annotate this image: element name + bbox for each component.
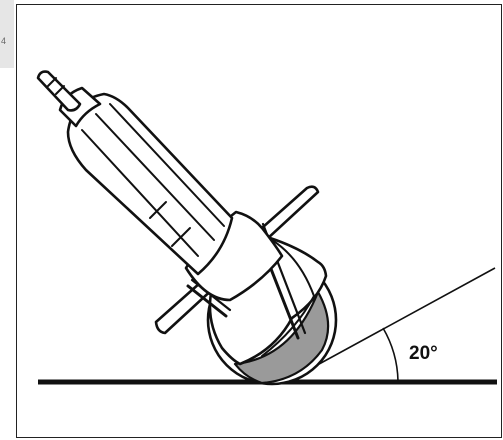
- angle-label: 20°: [409, 343, 438, 364]
- body-groove-3: [109, 103, 225, 227]
- disc-shading: [233, 290, 330, 385]
- angle-reference-line: [287, 267, 496, 382]
- page-tab-label: 4: [1, 36, 7, 46]
- angle-arc: [382, 327, 399, 382]
- strain-relief-ring-1: [47, 77, 57, 87]
- strain-relief-ring-2: [55, 85, 65, 95]
- body-switch: [149, 201, 191, 247]
- clamp-band-lower: [186, 284, 228, 318]
- page-tab: 4: [0, 0, 14, 68]
- body-groove-1: [81, 129, 199, 257]
- angle-grinder-icon: [36, 70, 338, 386]
- guard-rim: [261, 239, 315, 357]
- motor-body: [66, 92, 234, 276]
- body-groove-2: [95, 113, 215, 241]
